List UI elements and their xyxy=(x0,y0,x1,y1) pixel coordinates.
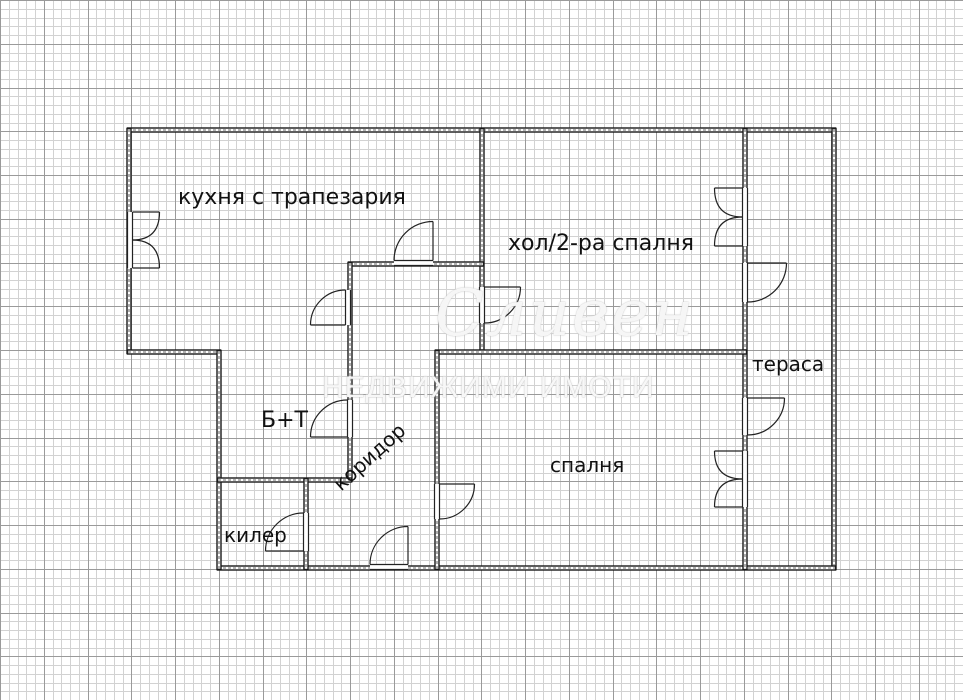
doors-layer xyxy=(126,187,788,571)
door-bath-door-icon xyxy=(309,399,354,438)
room-label-pantry: килер xyxy=(224,523,287,547)
wall-outer-right xyxy=(831,127,837,571)
wall-bath-bottom xyxy=(216,477,353,483)
wall-corridor-right xyxy=(434,349,440,571)
door-kitchen-double-window-icon xyxy=(126,211,161,269)
door-entrance-door-icon xyxy=(369,525,409,571)
door-hall-terrace-door-icon xyxy=(741,262,788,303)
room-label-kitchen: кухня с трапезария xyxy=(178,185,406,210)
door-kitchen-corridor-door-icon xyxy=(393,220,434,267)
door-bedroom-terrace-door-icon xyxy=(741,397,786,436)
door-bedroom-door-icon xyxy=(433,483,476,520)
wall-kitchen-bottom xyxy=(126,349,222,355)
door-bedroom-terrace-double-icon xyxy=(713,450,749,508)
door-kitchen-side-door-icon xyxy=(309,289,352,326)
wall-bath-left xyxy=(216,349,222,571)
room-label-living: хол/2-ра спалня xyxy=(508,231,694,256)
room-label-bathroom: Б+Т xyxy=(261,408,308,433)
door-hall-door-icon xyxy=(478,286,522,324)
door-pantry-door-icon xyxy=(264,512,310,552)
door-hall-terrace-double-icon xyxy=(713,187,749,247)
room-label-terrace: тераса xyxy=(752,352,825,376)
watermark-logo-script: Сливен xyxy=(435,277,696,351)
watermark-subtitle: НЕДВИЖИМИ ИМОТИ xyxy=(322,371,655,404)
room-label-bedroom: спалня xyxy=(550,453,625,477)
